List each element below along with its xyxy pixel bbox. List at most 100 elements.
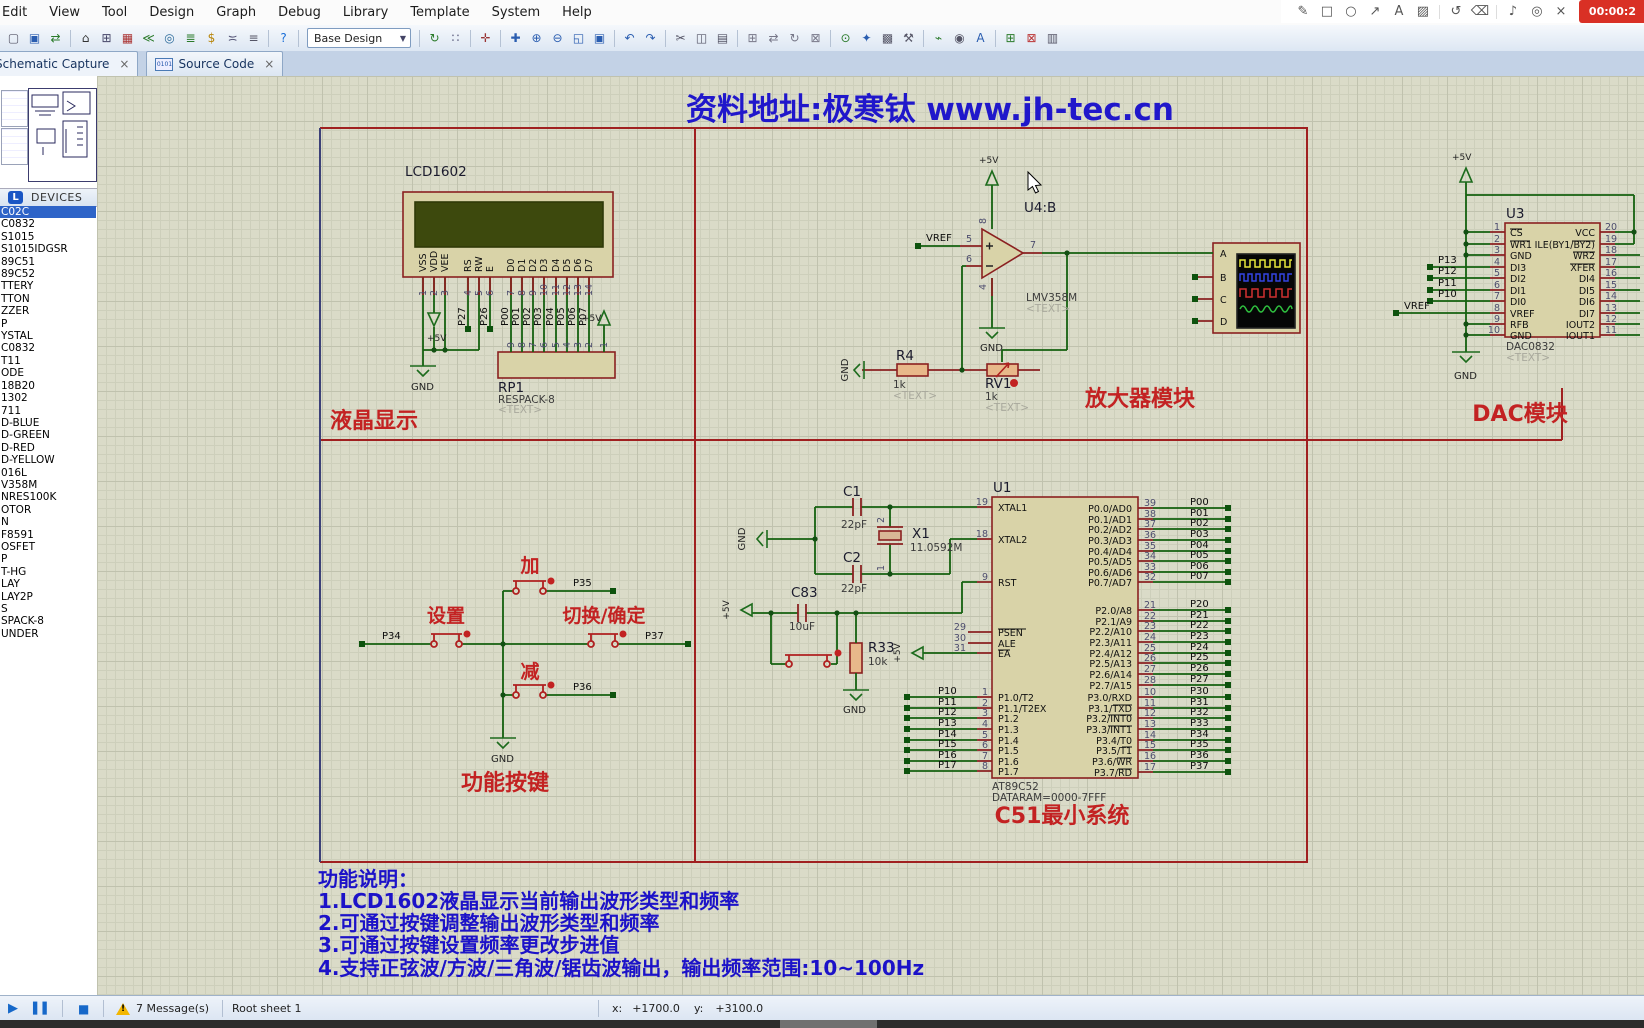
device-item[interactable]: V358M	[1, 478, 38, 491]
new-sheet-icon[interactable]: ⊞	[101, 30, 112, 45]
component-chip-icon[interactable]: ▦	[121, 30, 134, 45]
menu-graph[interactable]: Graph	[216, 5, 257, 20]
block-move-icon[interactable]: ⇄	[768, 30, 779, 45]
copy-icon[interactable]: ◫	[695, 30, 708, 45]
device-item[interactable]: 18B20	[1, 379, 35, 392]
menu-design[interactable]: Design	[149, 5, 195, 20]
zoom-in-icon[interactable]: ⊕	[531, 30, 542, 45]
pan-icon[interactable]: ✚	[510, 30, 521, 45]
save-design-icon[interactable]: ▣	[28, 30, 41, 45]
config-chip-icon[interactable]: ▩	[881, 30, 894, 45]
speaker-icon[interactable]: ♪	[1508, 4, 1518, 19]
device-item[interactable]: 016L	[1, 466, 27, 479]
device-item[interactable]: P	[1, 317, 8, 330]
menu-view[interactable]: View	[49, 5, 81, 20]
zoom-out-icon[interactable]: ⊖	[552, 30, 563, 45]
schematic-svg[interactable]: 资料地址:极寒钛 www.jh-tec.cn功能说明：1.LCD1602液晶显示…	[97, 76, 1644, 995]
device-item[interactable]: 1302	[1, 392, 28, 405]
device-item[interactable]: S1015IDGSR	[1, 243, 68, 256]
help-icon[interactable]: ?	[280, 30, 287, 45]
device-item[interactable]: UNDER	[1, 627, 39, 640]
redo-icon[interactable]: ↷	[645, 30, 656, 45]
tab-close-icon[interactable]: ×	[264, 57, 275, 71]
undo-icon[interactable]: ↶	[624, 30, 635, 45]
r4-body[interactable]	[896, 363, 929, 377]
device-item[interactable]: D-BLUE	[1, 416, 40, 429]
grid-toggle-icon[interactable]: ∷	[451, 30, 460, 45]
device-item[interactable]: LAY	[1, 578, 20, 591]
tab-source-code[interactable]: 0101 Source Code ×	[146, 51, 284, 76]
block-copy-icon[interactable]: ⊞	[747, 30, 758, 45]
device-item[interactable]: TTERY	[1, 280, 34, 293]
goto-sheet-icon[interactable]: ▥	[1046, 30, 1059, 45]
rect-icon[interactable]: □	[1320, 4, 1334, 19]
close-icon[interactable]: ×	[1555, 4, 1567, 19]
pause-button[interactable]: ▌▌	[33, 1002, 52, 1015]
cut-icon[interactable]: ✂	[675, 30, 686, 45]
device-item[interactable]: LAY2P	[1, 590, 33, 603]
world-icon[interactable]: ◎	[164, 30, 175, 45]
trash-icon[interactable]: ⌫	[1470, 4, 1490, 19]
opamp-u4b[interactable]	[981, 227, 1025, 280]
text-icon[interactable]: A	[1394, 4, 1404, 19]
measure-icon[interactable]: ≍	[227, 30, 238, 45]
device-item[interactable]: S	[1, 603, 8, 615]
device-item[interactable]: TTON	[1, 292, 30, 305]
component-preview-tile[interactable]	[1, 128, 28, 165]
wand-icon[interactable]: ✦	[861, 30, 872, 45]
bill-of-materials-icon[interactable]: $	[207, 30, 216, 45]
text-edit-icon[interactable]: A	[976, 30, 985, 45]
device-item[interactable]: OSFET	[1, 540, 36, 553]
block-rotate-icon[interactable]: ↻	[789, 30, 800, 45]
device-item[interactable]: C0832	[1, 342, 36, 355]
zoom-area-icon[interactable]: ◱	[572, 30, 585, 45]
r33-body[interactable]	[849, 642, 863, 674]
message-count[interactable]: 7 Message(s)	[136, 1002, 210, 1015]
rv1-wiper[interactable]	[995, 362, 1010, 378]
new-design-icon[interactable]: ▢	[7, 30, 20, 45]
paste-icon[interactable]: ▤	[716, 30, 729, 45]
rp1-body[interactable]	[497, 351, 616, 379]
refresh-icon[interactable]: ↻	[429, 30, 440, 45]
device-item[interactable]: ZZER	[1, 305, 30, 318]
component-bodies[interactable]	[402, 191, 1601, 779]
device-item[interactable]: OTOR	[1, 503, 32, 516]
device-item[interactable]: NRES100K	[1, 491, 57, 504]
add-sheet-icon[interactable]: ⊞	[1005, 30, 1016, 45]
device-item[interactable]: 89C52	[1, 268, 36, 281]
push-buttons[interactable]	[430, 580, 832, 699]
device-item[interactable]: D-YELLOW	[1, 454, 55, 467]
device-item[interactable]: 711	[1, 404, 22, 417]
arrow-icon[interactable]: ↗	[1369, 4, 1381, 19]
report-icon[interactable]: ≡	[248, 30, 259, 45]
menu-template[interactable]: Template	[410, 5, 470, 20]
device-item[interactable]: D-RED	[1, 441, 35, 454]
u1-at89c52-body[interactable]	[991, 496, 1139, 779]
device-item[interactable]: T-HG	[1, 565, 27, 578]
design-selector[interactable]: Base Design▼	[307, 28, 411, 48]
eraser-icon[interactable]: ▨	[1416, 4, 1430, 19]
button-markers[interactable]	[463, 379, 1019, 689]
device-item[interactable]: SPACK-8	[1, 615, 44, 628]
device-item[interactable]: T11	[1, 354, 21, 367]
device-item[interactable]: C0832	[1, 218, 36, 231]
tab-close-icon[interactable]: ×	[119, 57, 130, 71]
zoom-extents-icon[interactable]: ▣	[593, 30, 606, 45]
undo-icon[interactable]: ↺	[1450, 4, 1462, 19]
tab-schematic-capture[interactable]: Schematic Capture ×	[0, 51, 139, 76]
device-item[interactable]: N	[1, 516, 9, 529]
device-item[interactable]: C02C	[0, 206, 96, 219]
device-item[interactable]: F8591	[1, 528, 34, 541]
x1-crystal-body[interactable]	[878, 530, 902, 541]
menu-library[interactable]: Library	[342, 5, 389, 20]
settings-icon[interactable]: ◎	[1531, 4, 1543, 19]
menu-help[interactable]: Help	[562, 5, 592, 20]
library-pick-icon[interactable]: L	[8, 191, 23, 204]
menu-debug[interactable]: Debug	[278, 5, 321, 20]
menu-edit[interactable]: Edit	[2, 5, 28, 20]
device-item[interactable]: S1015	[1, 230, 35, 243]
search-icon[interactable]: ◉	[954, 30, 965, 45]
origin-icon[interactable]: ✛	[480, 30, 491, 45]
playback-icon[interactable]: ≪	[142, 30, 155, 45]
